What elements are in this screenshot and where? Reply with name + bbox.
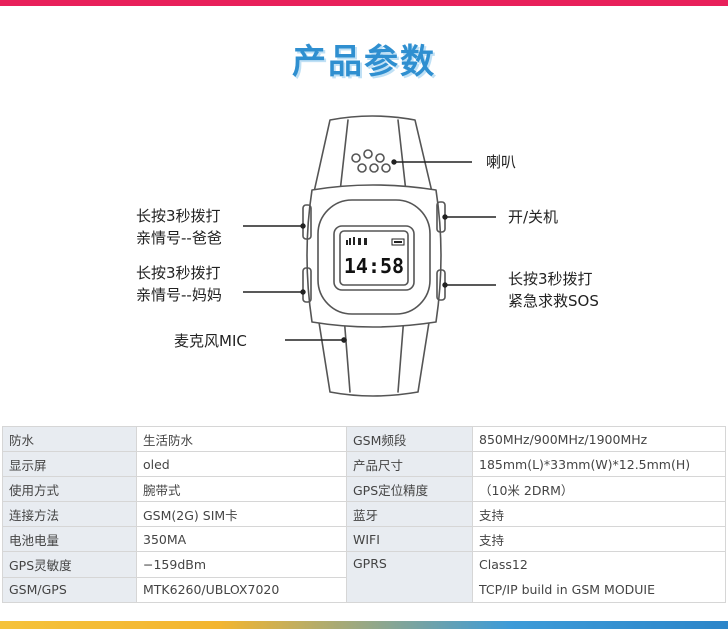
spec-key: GSM/GPS bbox=[2, 576, 137, 603]
spec-value: 腕带式 bbox=[136, 476, 347, 502]
page-title: 产品参数 bbox=[292, 42, 436, 82]
spec-value: 支持 bbox=[472, 526, 726, 552]
spec-key: 防水 bbox=[2, 426, 137, 452]
spec-value: 支持 bbox=[472, 501, 726, 527]
sos-label-line1: 长按3秒拨打 bbox=[508, 270, 593, 288]
power-label: 开/关机 bbox=[508, 208, 559, 226]
mic-label: 麦克风MIC bbox=[174, 332, 247, 350]
spec-value: −159dBm bbox=[136, 551, 347, 578]
spec-key: GSM频段 bbox=[346, 426, 473, 452]
sos-label-line2: 紧急求救SOS bbox=[508, 292, 599, 310]
spec-key: 产品尺寸 bbox=[346, 451, 473, 477]
mom-call-label-line1: 长按3秒拨打 bbox=[136, 264, 221, 282]
table-row: 显示屏 oled 产品尺寸 185mm(L)*33mm(W)*12.5mm(H) bbox=[2, 451, 726, 477]
spec-key: 使用方式 bbox=[2, 476, 137, 502]
spec-value: 850MHz/900MHz/1900MHz bbox=[472, 426, 726, 452]
spec-table: 防水 生活防水 GSM频段 850MHz/900MHz/1900MHz 显示屏 … bbox=[2, 426, 726, 603]
screen-time: 14:58 bbox=[344, 254, 404, 278]
watch-illustration: 14:58 bbox=[243, 115, 496, 397]
spec-key: GPRS bbox=[346, 551, 473, 603]
spec-key: GPS定位精度 bbox=[346, 476, 473, 502]
bottom-accent-bar bbox=[0, 621, 728, 629]
spec-key: WIFI bbox=[346, 526, 473, 552]
table-row: GPS灵敏度 −159dBm GPRS Class12 TCP/IP build… bbox=[2, 551, 726, 603]
spec-value: 350MA bbox=[136, 526, 347, 552]
spec-value: （10米 2DRM） bbox=[472, 476, 726, 502]
spec-key: 连接方法 bbox=[2, 501, 137, 527]
spec-value: oled bbox=[136, 451, 347, 477]
table-row: 使用方式 腕带式 GPS定位精度 （10米 2DRM） bbox=[2, 476, 726, 502]
gprs-class: Class12 bbox=[479, 557, 528, 572]
speaker-label: 喇叭 bbox=[486, 153, 517, 171]
spec-value: 生活防水 bbox=[136, 426, 347, 452]
spec-key: 显示屏 bbox=[2, 451, 137, 477]
spec-value: Class12 TCP/IP build in GSM MODUIE bbox=[472, 551, 726, 603]
spec-key: 电池电量 bbox=[2, 526, 137, 552]
table-row: 电池电量 350MA WIFI 支持 bbox=[2, 526, 726, 552]
spec-value: GSM(2G) SIM卡 bbox=[136, 501, 347, 527]
dad-call-label-line2: 亲情号--爸爸 bbox=[136, 229, 222, 247]
gprs-tcpip: TCP/IP build in GSM MODUIE bbox=[479, 582, 656, 597]
dad-call-label-line1: 长按3秒拨打 bbox=[136, 207, 221, 225]
spec-value: MTK6260/UBLOX7020 bbox=[136, 576, 347, 603]
spec-value: 185mm(L)*33mm(W)*12.5mm(H) bbox=[472, 451, 726, 477]
top-accent-bar bbox=[0, 0, 728, 6]
table-row: GSM/GPS MTK6260/UBLOX7020 bbox=[2, 576, 726, 603]
table-row: 防水 生活防水 GSM频段 850MHz/900MHz/1900MHz bbox=[2, 426, 726, 452]
spec-key: GPS灵敏度 bbox=[2, 551, 137, 578]
table-row: 连接方法 GSM(2G) SIM卡 蓝牙 支持 bbox=[2, 501, 726, 527]
mom-call-label-line2: 亲情号--妈妈 bbox=[136, 286, 222, 304]
spec-key: 蓝牙 bbox=[346, 501, 473, 527]
